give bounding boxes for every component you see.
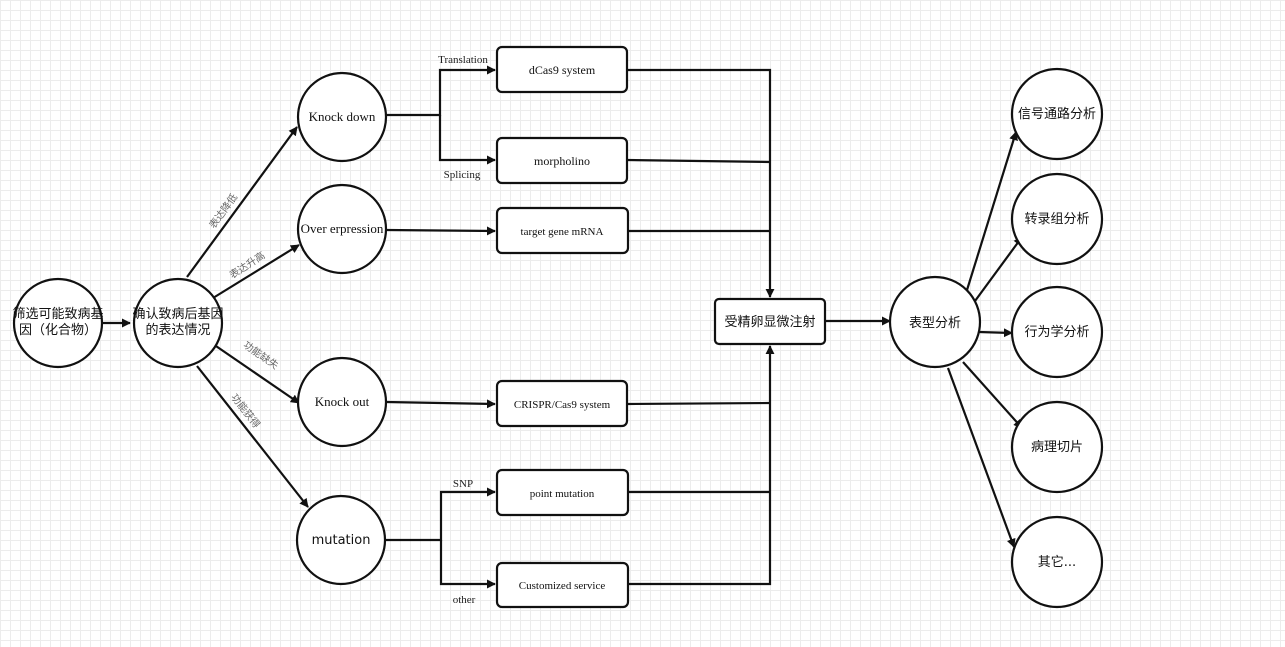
edge-mutation-to-customized <box>439 540 496 589</box>
node-signaling-label: 信号通路分析 <box>1018 106 1096 122</box>
node-signaling: 信号通路分析 <box>1010 67 1104 161</box>
node-other-analysis-label: 其它... <box>1038 554 1076 570</box>
box-crispr: CRISPR/Cas9 system <box>495 379 629 428</box>
edge-morpholino-to-bus <box>626 158 771 164</box>
edge-knockdown-to-dcas9 <box>385 65 496 117</box>
box-microinjection: 受精卵显微注射 <box>713 297 827 346</box>
node-phenotype: 表型分析 <box>888 275 982 369</box>
edge-knockdown-to-morpholino <box>438 115 496 165</box>
node-screen-gene-line2: 因（化合物） <box>19 323 97 338</box>
node-knock-out-label: Knock out <box>315 394 370 409</box>
box-microinjection-label: 受精卵显微注射 <box>724 314 815 330</box>
node-mutation: mutation <box>295 494 387 586</box>
node-phenotype-label: 表型分析 <box>909 316 961 331</box>
edge-overexpression-to-mrna <box>385 226 496 236</box>
node-mutation-label: mutation <box>312 533 371 548</box>
edge-crispr-to-bus <box>626 401 771 406</box>
edge-dcas9-to-injection <box>627 68 775 298</box>
edge-confirm-to-knockdown <box>186 126 298 278</box>
box-dcas9: dCas9 system <box>495 45 629 94</box>
label-splicing: Splicing <box>444 169 481 181</box>
label-translation: Translation <box>438 54 488 66</box>
node-knock-out: Knock out <box>296 356 388 448</box>
node-other-analysis: 其它... <box>1010 515 1104 609</box>
edge-phenotype-to-behavior <box>978 328 1013 338</box>
edge-confirm-to-overexpression <box>212 244 300 299</box>
edge-knockout-to-crispr <box>385 399 496 409</box>
edge-mutation-to-point <box>386 487 496 542</box>
box-point-mutation: point mutation <box>495 468 630 517</box>
node-pathology-label: 病理切片 <box>1031 440 1083 455</box>
label-other: other <box>453 594 476 606</box>
node-over-expression: Over erpression <box>296 183 388 275</box>
edge-phenotype-to-signaling <box>965 131 1018 291</box>
label-snp: SNP <box>453 478 473 490</box>
edge-confirm-to-mutation <box>196 365 309 508</box>
node-confirm-expression-line1: 确认致病后基因 <box>132 307 223 322</box>
edge-phenotype-to-other <box>946 367 1016 548</box>
node-pathology: 病理切片 <box>1010 400 1104 494</box>
box-customized-service-label: Customized service <box>519 580 606 592</box>
box-morpholino: morpholino <box>495 136 629 185</box>
edge-phenotype-to-pathology <box>962 361 1023 429</box>
box-target-mrna: target gene mRNA <box>495 206 630 255</box>
node-screen-gene: 筛选可能致病基 因（化合物） <box>12 277 104 369</box>
box-dcas9-label: dCas9 system <box>529 63 596 77</box>
box-point-mutation-label: point mutation <box>530 488 595 500</box>
node-transcriptome: 转录组分析 <box>1010 172 1104 266</box>
edge-phenotype-to-transcriptome <box>974 236 1023 302</box>
box-morpholino-label: morpholino <box>534 154 590 168</box>
edge-customized-to-injection <box>628 345 775 586</box>
node-confirm-expression: 确认致病后基因 的表达情况 <box>132 277 224 369</box>
edge-confirm-to-knockout <box>212 343 300 404</box>
node-knock-down-label: Knock down <box>309 109 376 124</box>
connectors <box>103 65 1023 589</box>
box-crispr-label: CRISPR/Cas9 system <box>514 399 611 411</box>
node-behavior-label: 行为学分析 <box>1024 324 1089 340</box>
node-confirm-expression-line2: 的表达情况 <box>145 322 210 338</box>
node-screen-gene-line1: 筛选可能致病基 <box>12 307 103 322</box>
box-target-mrna-label: target gene mRNA <box>521 226 604 238</box>
box-customized-service: Customized service <box>495 561 630 609</box>
node-over-expression-label: Over erpression <box>301 221 384 236</box>
node-behavior: 行为学分析 <box>1010 285 1104 379</box>
node-knock-down: Knock down <box>296 71 388 163</box>
node-transcriptome-label: 转录组分析 <box>1024 212 1089 227</box>
